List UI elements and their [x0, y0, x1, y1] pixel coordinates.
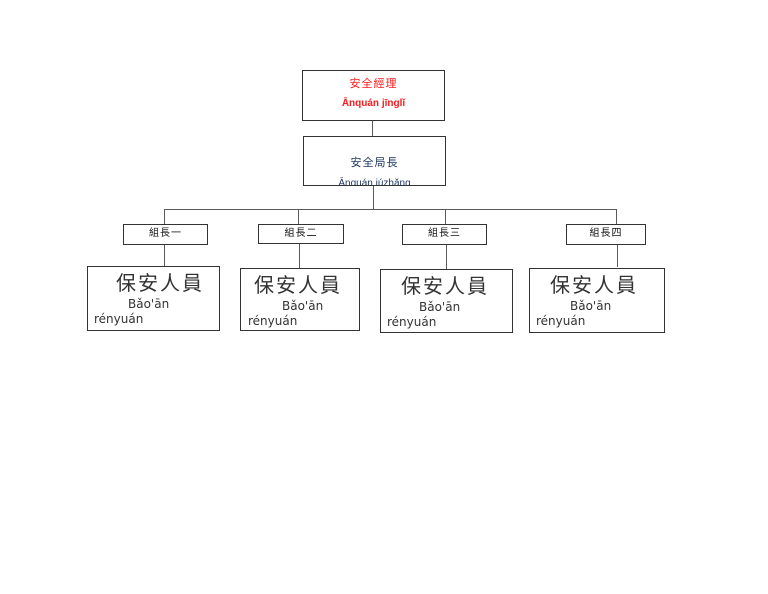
middle-node: 安全局長 Ānquán júzhǎng: [303, 136, 446, 186]
connector-bus: [164, 209, 617, 210]
section-node-1-label: 組長一: [149, 228, 182, 239]
top-node: 安全經理 Ānquán jīnglǐ: [302, 70, 445, 121]
staff-node-4: 保安人員 Bǎo'ān rényuán: [529, 268, 665, 333]
connector-middle-to-bus: [373, 186, 374, 210]
connector-bus-to-section-2: [298, 209, 299, 224]
connector-bus-to-section-1: [164, 209, 165, 224]
connector-section-4-to-staff: [617, 245, 618, 267]
staff-node-4-pinyin: Bǎo'ān rényuán: [536, 299, 612, 328]
staff-node-2: 保安人員 Bǎo'ān rényuán: [240, 268, 360, 331]
section-node-3: 組長三: [402, 224, 487, 245]
connector-bus-to-section-3: [445, 209, 446, 224]
connector-section-1-to-staff: [164, 245, 165, 266]
connector-section-3-to-staff: [446, 245, 447, 269]
connector-top-to-middle: [372, 120, 373, 136]
staff-node-4-title: 保安人員: [550, 273, 638, 297]
middle-node-pinyin: Ānquán júzhǎng: [338, 178, 411, 186]
top-node-title: 安全經理: [349, 77, 398, 90]
connector-bus-to-section-4: [616, 209, 617, 224]
staff-node-3: 保安人員 Bǎo'ān rényuán: [380, 269, 513, 333]
staff-node-2-pinyin: Bǎo'ān rényuán: [248, 299, 324, 328]
staff-node-3-pinyin: Bǎo'ān rényuán: [387, 300, 461, 329]
staff-node-1: 保安人員 Bǎo'ān rényuán: [87, 266, 220, 331]
section-node-4-label: 組長四: [589, 228, 623, 239]
staff-node-1-title: 保安人員: [116, 271, 204, 295]
section-node-4: 組長四: [566, 224, 646, 245]
connector-section-2-to-staff: [299, 244, 300, 268]
staff-node-3-title: 保安人員: [401, 274, 489, 298]
section-node-1: 組長一: [123, 224, 208, 245]
middle-node-title: 安全局長: [350, 156, 399, 169]
staff-node-1-pinyin: Bǎo'ān rényuán: [94, 297, 170, 326]
section-node-2: 組長二: [258, 224, 344, 244]
top-node-pinyin: Ānquán jīnglǐ: [341, 98, 406, 109]
staff-node-2-title: 保安人員: [254, 273, 342, 297]
section-node-2-label: 組長二: [284, 228, 318, 239]
section-node-3-label: 組長三: [428, 228, 461, 239]
